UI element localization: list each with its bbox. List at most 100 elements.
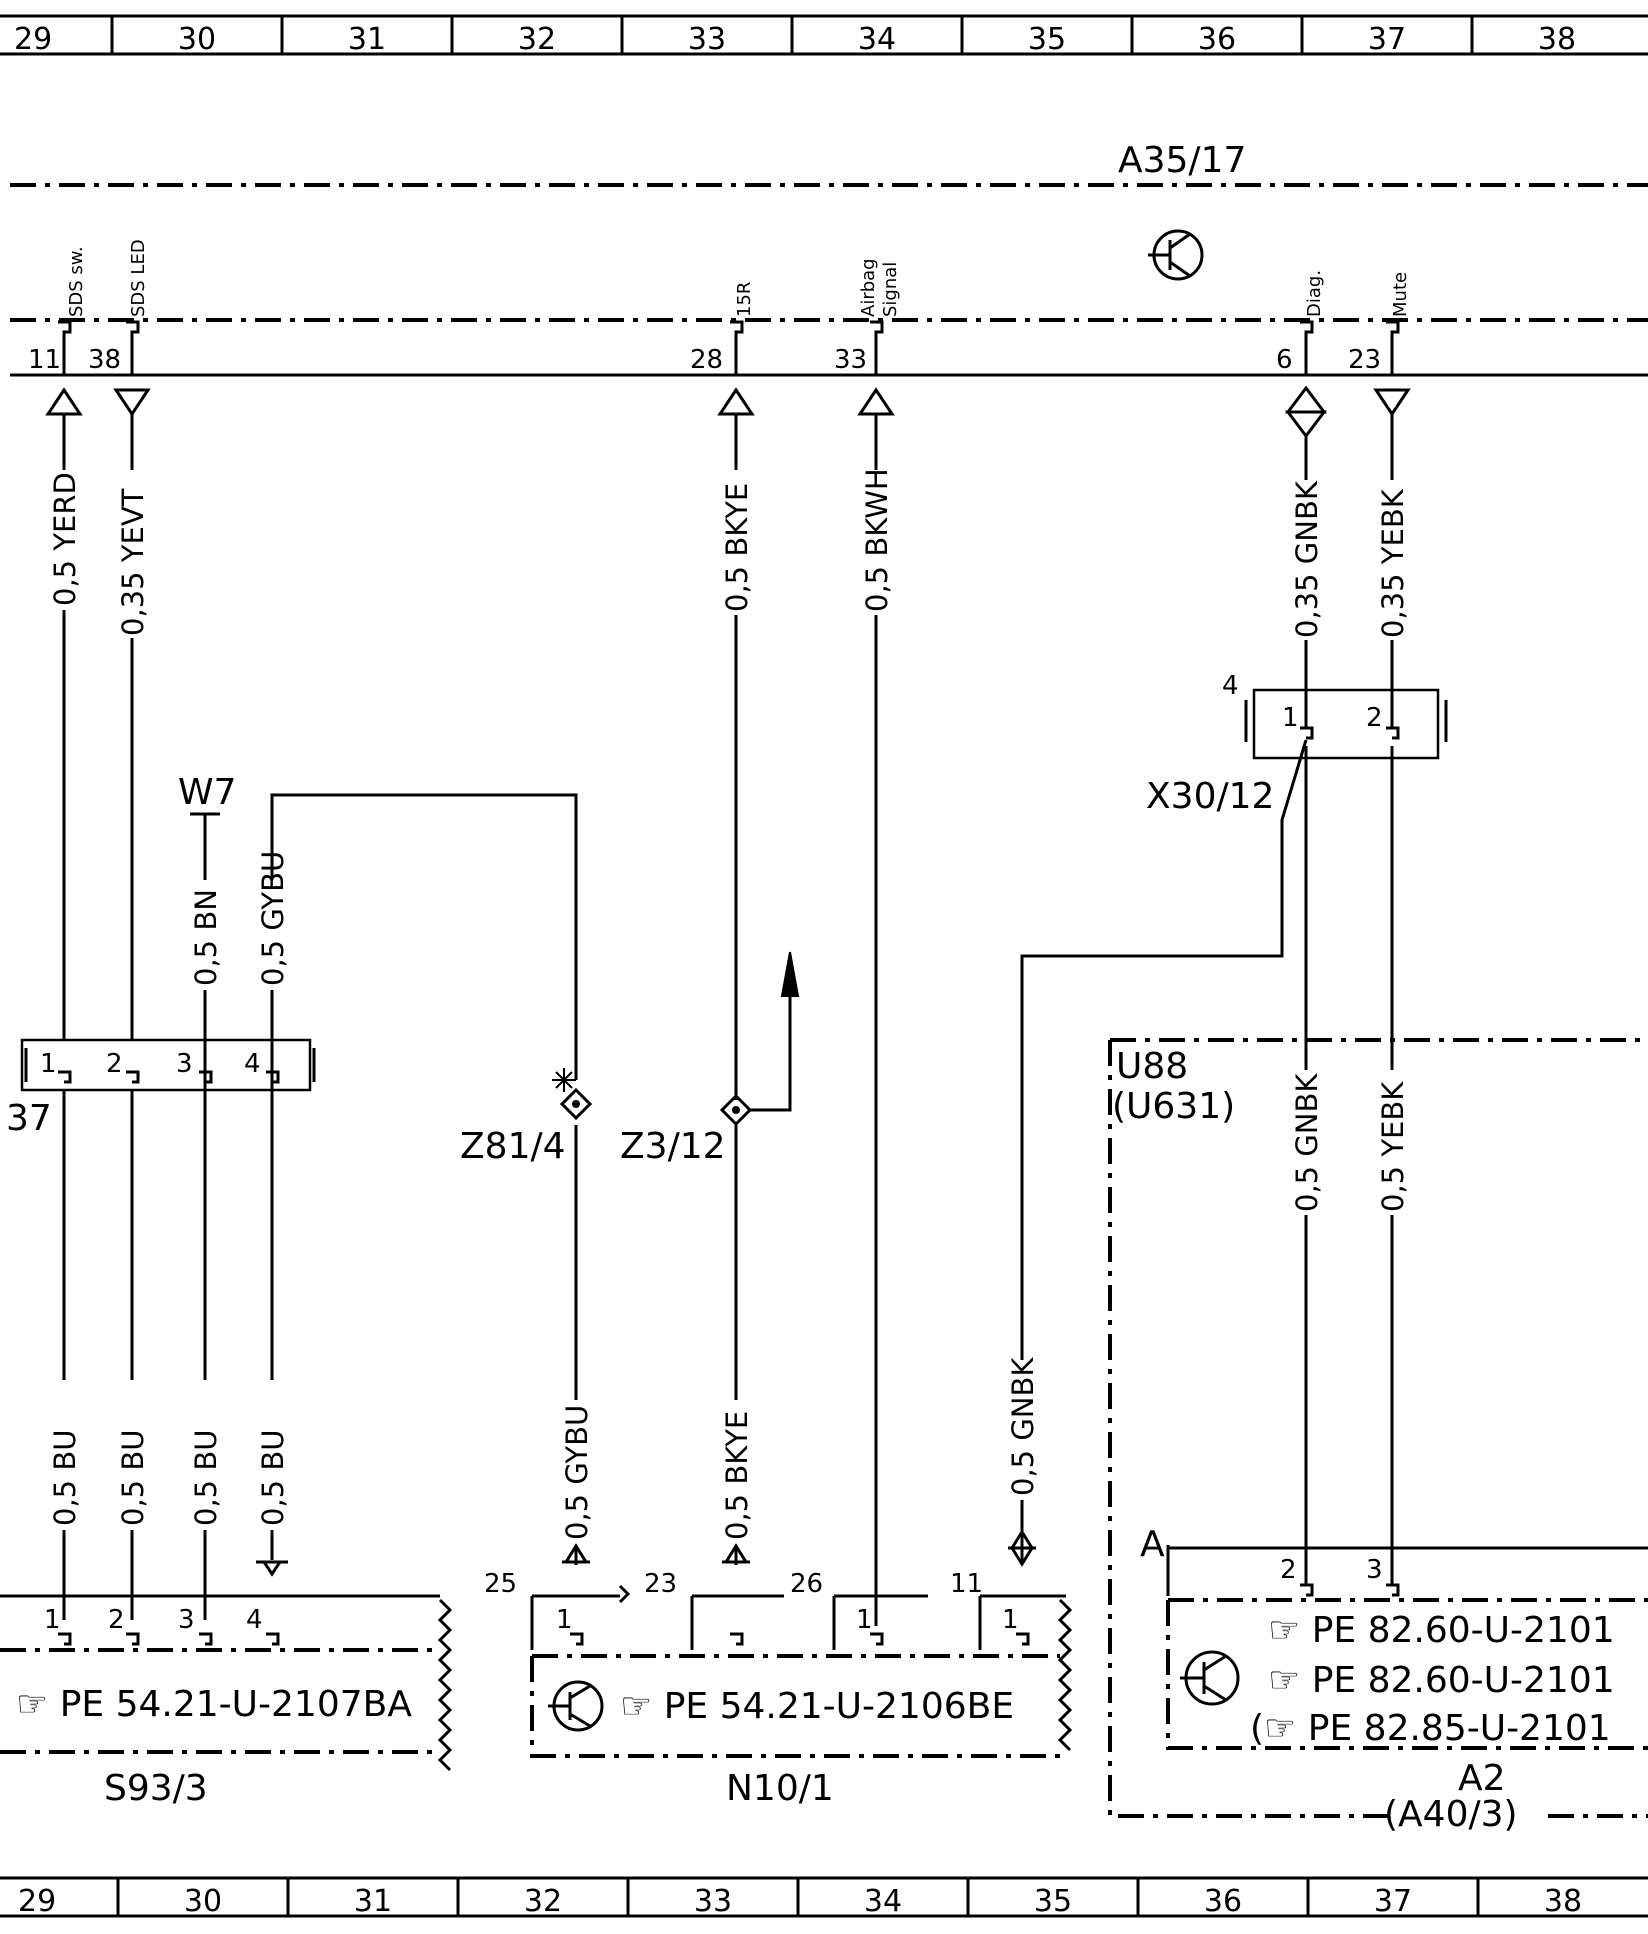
z3-12-label: Z3/12: [620, 1126, 726, 1167]
grid-bottom-32: 32: [524, 1884, 562, 1919]
grid-bottom-33: 33: [694, 1884, 732, 1919]
n10-pin-1c: 1: [1002, 1605, 1019, 1635]
grid-top-38: 38: [1538, 22, 1576, 57]
wire-bkwh: 0,5 BKWH: [860, 468, 894, 612]
n10-1-label: N10/1: [726, 1768, 834, 1809]
grid-top-34: 34: [858, 22, 896, 57]
direction-arrows-top: [45, 385, 1411, 439]
signal-sds-led: SDS LED: [128, 239, 149, 317]
left-conn-pin-1: 1: [40, 1049, 57, 1079]
signal-diag: Diag.: [1304, 270, 1325, 317]
n10-pin-26: 26: [790, 1569, 823, 1599]
hand-pointer-icon: ☞: [16, 1684, 60, 1725]
w7-label: W7: [178, 772, 237, 813]
grid-top-37: 37: [1368, 22, 1406, 57]
n10-ref-text: PE 54.21-U-2106BE: [664, 1686, 1014, 1727]
grid-top-30: 30: [178, 22, 216, 57]
grid-top-35: 35: [1028, 22, 1066, 57]
left-conn-pin-4: 4: [244, 1049, 261, 1079]
grid-bottom-31: 31: [354, 1884, 392, 1919]
x30-12-label: X30/12: [1146, 776, 1274, 817]
n10-pin-1b: 1: [856, 1605, 873, 1635]
s93-pin-3: 3: [178, 1605, 195, 1635]
a2-ref-1: ☞ PE 82.60-U-2101: [1268, 1610, 1615, 1651]
wire-gnbk-u88: 0,5 GNBK: [1290, 1073, 1324, 1212]
pin-38: 38: [88, 345, 121, 375]
s93-ref: ☞ PE 54.21-U-2107BA: [16, 1684, 412, 1725]
s93-3-module: 1 2 3 4 ☞ PE 54.21-U-2107BA S93/3: [0, 1560, 453, 1809]
wire-bu-2: 0,5 BU: [116, 1430, 150, 1526]
x30-pin-2: 2: [1366, 703, 1383, 733]
s93-pin-1: 1: [44, 1605, 61, 1635]
wire-bu-4: 0,5 BU: [256, 1430, 290, 1526]
grid-top-33: 33: [688, 22, 726, 57]
grid-top-32: 32: [518, 22, 556, 57]
wire-gnbk-top: 0,35 GNBK: [1290, 480, 1324, 638]
hand-pointer-icon: ☞: [1268, 1660, 1312, 1701]
x30-pin-1: 1: [1282, 703, 1299, 733]
a2-ref-2: ☞ PE 82.60-U-2101: [1268, 1660, 1615, 1701]
wire-gnbk-bottom: 0,5 GNBK: [1006, 1357, 1040, 1496]
signal-15r: 15R: [734, 282, 755, 317]
a2-pin-3: 3: [1366, 1555, 1383, 1585]
signal-mute: Mute: [1390, 272, 1411, 317]
x30-12-connector: 1 2 4 X30/12: [1146, 671, 1448, 817]
a35-17-module: A35/17: [10, 140, 1648, 377]
grid-top-36: 36: [1198, 22, 1236, 57]
wire-bn: 0,5 BN: [189, 889, 223, 986]
hand-pointer-icon: ☞: [1264, 1708, 1308, 1749]
u88-module: U88 (U631) (A40/3): [1108, 1038, 1648, 1835]
u631-label: (U631): [1112, 1086, 1235, 1127]
s93-ref-text: PE 54.21-U-2107BA: [60, 1684, 413, 1725]
grid-bottom-29: 29: [18, 1884, 56, 1919]
wire-yerd: 0,5 YERD: [48, 472, 82, 606]
grid-bottom-35: 35: [1034, 1884, 1072, 1919]
z3-12-splice: Z3/12: [620, 1093, 753, 1167]
bottom-grid-ruler: 29 30 31 32 33 34 35 36 37 38: [0, 1876, 1648, 1919]
hand-pointer-icon: ☞: [1268, 1610, 1312, 1651]
n10-1-module: 25 1 23 26 1 11 1 ☞ PE 54.21-U-2106BE N1…: [484, 1529, 1073, 1809]
a2-ref-2-text: PE 82.60-U-2101: [1312, 1660, 1615, 1701]
pin-6: 6: [1276, 345, 1293, 375]
a2-ref-3: (☞ PE 82.85-U-2101: [1250, 1708, 1611, 1749]
wire-yebk-top: 0,35 YEBK: [1376, 488, 1410, 638]
s93-3-label: S93/3: [104, 1768, 208, 1809]
left-connector: 1 2 3 4 37: [6, 1038, 316, 1139]
grid-bottom-38: 38: [1544, 1884, 1582, 1919]
left-conn-pin-2: 2: [106, 1049, 123, 1079]
n10-transistor-icon: [548, 1680, 604, 1732]
signal-airbag-signal: Signal: [880, 262, 901, 317]
wire-bkye-top: 0,5 BKYE: [720, 483, 754, 612]
wire-yevt: 0,35 YEVT: [116, 488, 150, 636]
n10-ref: ☞ PE 54.21-U-2106BE: [620, 1686, 1014, 1727]
u88-label: U88: [1116, 1046, 1188, 1087]
grid-bottom-36: 36: [1204, 1884, 1242, 1919]
pin-28: 28: [690, 345, 723, 375]
a40-3-label: (A40/3): [1384, 1794, 1518, 1835]
signal-sds-sw: SDS sw.: [66, 246, 87, 317]
a2-pin-2: 2: [1280, 1555, 1297, 1585]
wire-gybu-top: 0,5 GYBU: [256, 851, 290, 986]
s93-pin-4: 4: [246, 1605, 263, 1635]
top-pin-contacts: [58, 320, 1400, 375]
x30-pin-count: 4: [1222, 671, 1239, 701]
wire-yebk-u88: 0,5 YEBK: [1376, 1081, 1410, 1212]
signal-airbag: Airbag: [858, 258, 879, 317]
s93-pin-2: 2: [108, 1605, 125, 1635]
grid-bottom-30: 30: [184, 1884, 222, 1919]
z81-4-splice: Z81/4: [460, 1068, 593, 1167]
n10-pin-23: 23: [644, 1569, 677, 1599]
n10-pin-11: 11: [950, 1569, 983, 1599]
a35-17-label: A35/17: [1118, 140, 1246, 181]
wire-bu-1: 0,5 BU: [48, 1430, 82, 1526]
n10-pin-25: 25: [484, 1569, 517, 1599]
a2-label: A2: [1458, 1758, 1506, 1799]
a2-module: A 2 3 ☞ PE 82.60-U-2101 ☞ PE 82.60-U-210…: [1140, 1524, 1648, 1799]
wire-bu-3: 0,5 BU: [189, 1430, 223, 1526]
n10-pin-1a: 1: [556, 1605, 573, 1635]
hand-pointer-icon: ☞: [620, 1686, 664, 1727]
left-connector-partial-label: 37: [6, 1098, 52, 1139]
wires: [62, 414, 1394, 1626]
pin-11: 11: [28, 345, 61, 375]
wire-gybu-bottom: 0,5 GYBU: [560, 1405, 594, 1540]
